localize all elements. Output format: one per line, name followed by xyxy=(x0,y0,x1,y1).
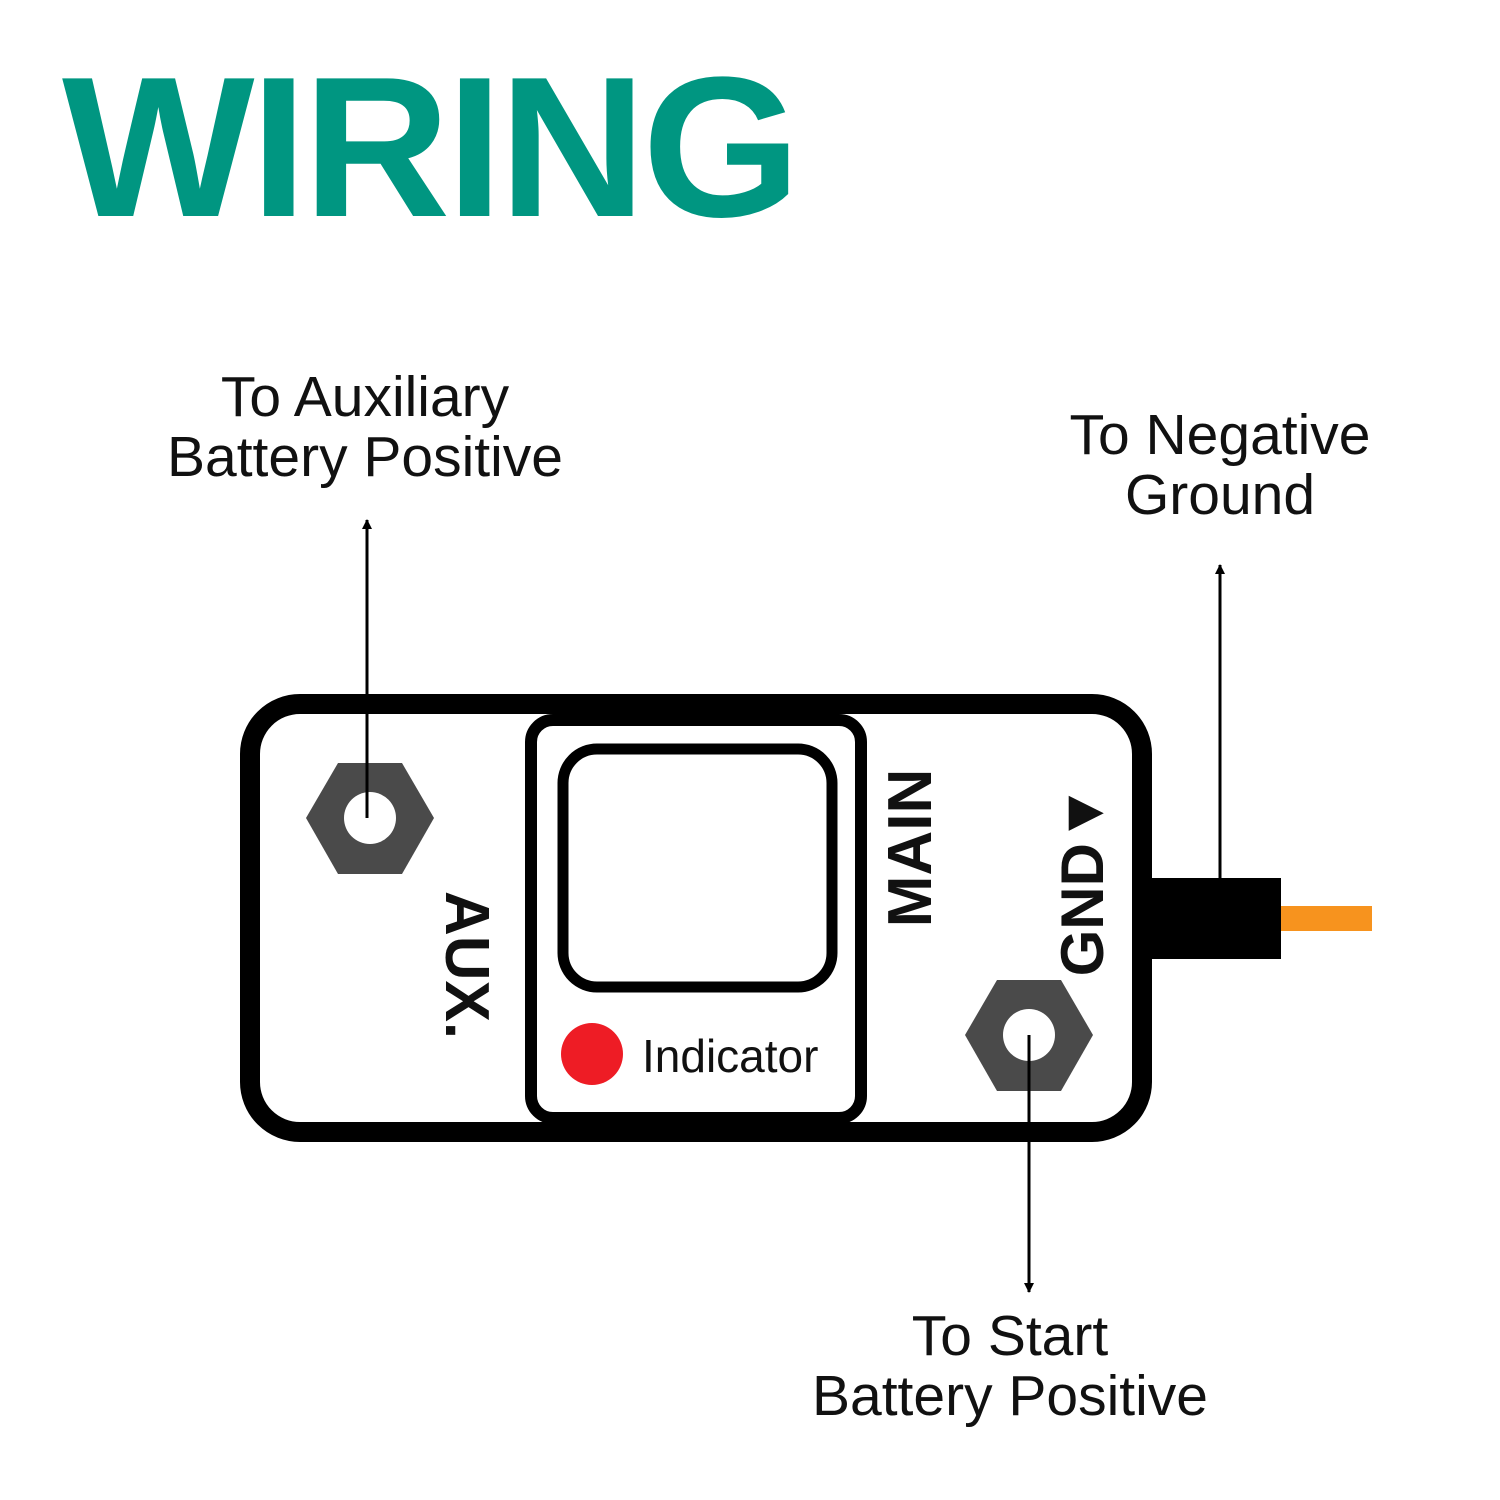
aux-terminal-hex-nut-icon xyxy=(306,763,434,874)
switch-button[interactable] xyxy=(557,743,838,993)
callout-start-battery: To Start Battery Positive xyxy=(760,1306,1260,1426)
aux-label: AUX. xyxy=(432,891,501,1039)
red-led-icon xyxy=(561,1023,623,1085)
callout-start-line2: Battery Positive xyxy=(812,1364,1208,1428)
indicator-label: Indicator xyxy=(642,1030,818,1082)
callout-aux-line1: To Auxiliary xyxy=(220,365,510,429)
callout-start-line1: To Start xyxy=(911,1304,1109,1368)
ground-wire-sleeve xyxy=(1145,878,1281,959)
page-title: WIRING xyxy=(62,36,801,259)
ground-wire-conductor xyxy=(1281,906,1372,931)
callout-aux-line2: Battery Positive xyxy=(167,425,563,489)
main-label: MAIN xyxy=(876,769,945,927)
callout-ground-line2: Ground xyxy=(1124,463,1316,527)
callout-ground-line1: To Negative xyxy=(1069,403,1371,467)
callout-negative-ground: To Negative Ground xyxy=(1020,405,1420,525)
callout-aux-battery: To Auxiliary Battery Positive xyxy=(120,367,610,487)
gnd-label: GND▼ xyxy=(1049,784,1116,977)
